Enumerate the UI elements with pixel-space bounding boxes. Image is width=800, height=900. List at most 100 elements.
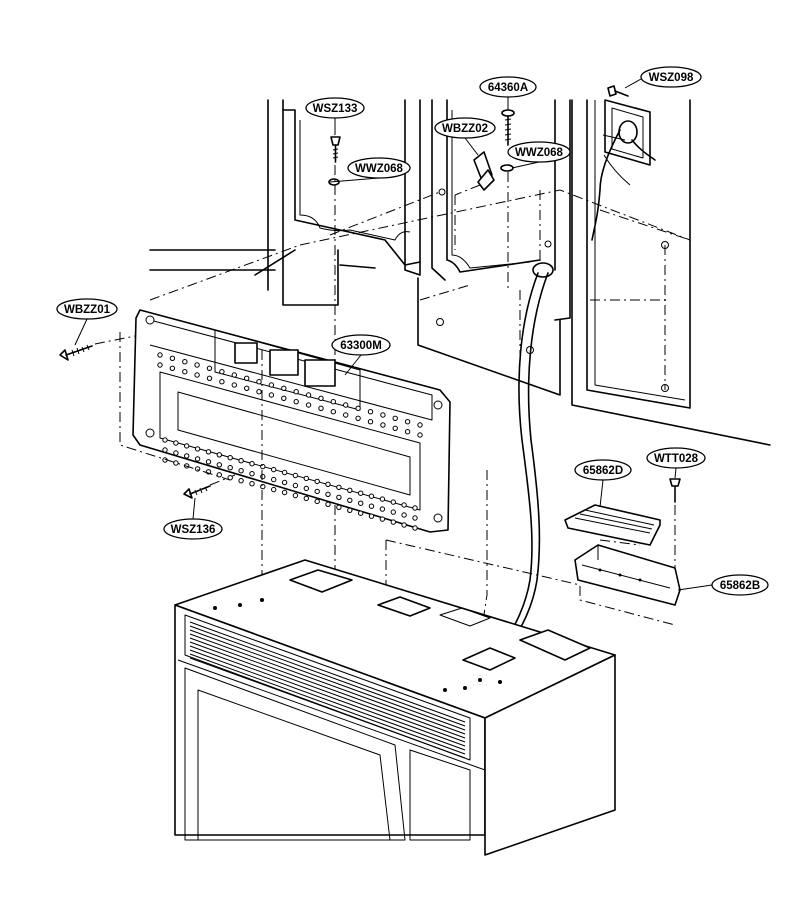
plate-hole xyxy=(292,482,299,489)
plate-hole xyxy=(343,412,349,418)
plate-hole xyxy=(205,449,212,455)
callout-label: WWZ068 xyxy=(515,147,564,159)
callout-label: WWZ068 xyxy=(355,163,404,175)
plate-hole xyxy=(336,504,342,510)
plate-hole xyxy=(216,462,223,468)
plate-hole xyxy=(392,425,398,431)
callout-label: WTT028 xyxy=(654,453,699,465)
callout-label: WBZZ02 xyxy=(442,123,488,135)
plate-hole xyxy=(194,466,201,472)
plate-hole xyxy=(330,399,336,405)
plate-hole xyxy=(249,471,255,477)
callout-label: WSZ136 xyxy=(171,524,216,536)
plate-hole xyxy=(281,479,288,486)
plate-hole xyxy=(303,475,309,482)
callout-label: 65862D xyxy=(583,465,623,477)
plate-hole xyxy=(169,365,176,371)
plate-hole xyxy=(249,481,255,487)
plate-hole xyxy=(347,507,353,513)
plate-hole xyxy=(368,493,375,499)
callout-wwz068-left: WWZ068 xyxy=(347,157,411,179)
plate-hole xyxy=(293,399,299,405)
plate-hole xyxy=(194,456,201,462)
plate-hole xyxy=(325,491,331,497)
callout-65862b: 65862B xyxy=(711,574,769,596)
plate-hole xyxy=(368,513,375,519)
vent-slot xyxy=(189,637,466,739)
callout-wbzz02: WBZZ02 xyxy=(434,117,496,139)
plate-hole xyxy=(367,409,374,415)
callout-wsz098: WSZ098 xyxy=(640,66,702,88)
plate-hole xyxy=(293,389,299,395)
plate-hole xyxy=(380,422,386,428)
filter-cover-65862d xyxy=(564,504,661,546)
vent-slot xyxy=(189,625,466,727)
screw-wtt028 xyxy=(669,478,681,590)
plate-hole xyxy=(404,429,411,435)
plate-hole xyxy=(256,389,262,395)
plate-hole-pattern xyxy=(157,352,423,531)
callout-label: WBZZ01 xyxy=(64,304,111,316)
leader-lines xyxy=(74,78,713,591)
plate-hole xyxy=(417,422,423,428)
plate-hole xyxy=(260,463,266,470)
plate-hole xyxy=(260,473,266,480)
plate-hole xyxy=(249,461,255,467)
plate-hole xyxy=(244,375,250,381)
plate-hole xyxy=(281,469,288,476)
plate-hole xyxy=(162,447,168,453)
plate-hole xyxy=(173,440,179,446)
plate-hole xyxy=(379,516,386,522)
bolt-64360a xyxy=(500,109,515,290)
screw-wbzz01 xyxy=(59,334,141,361)
plate-hole xyxy=(173,450,179,456)
callout-wtt028: WTT028 xyxy=(646,447,706,469)
plate-hole xyxy=(358,510,364,516)
plate-hole xyxy=(367,419,374,425)
vent-slot xyxy=(189,641,466,743)
callout-wwz068-right: WWZ068 xyxy=(507,141,571,163)
callout-wsz133: WSZ133 xyxy=(305,97,365,119)
upper-cabinets xyxy=(149,99,771,446)
plate-hole xyxy=(268,382,275,388)
plate-hole xyxy=(184,443,190,449)
plate-hole xyxy=(303,495,309,502)
callout-label: 65862B xyxy=(720,580,760,592)
callout-65862d: 65862D xyxy=(574,459,632,481)
mounting-plate-63300m xyxy=(132,309,451,533)
plate-hole xyxy=(256,379,262,385)
plate-hole xyxy=(303,485,309,492)
power-outlet xyxy=(591,99,656,241)
power-cord xyxy=(499,262,554,655)
plate-hole xyxy=(238,458,244,464)
callout-label: WSZ098 xyxy=(649,72,694,84)
plate-hole xyxy=(412,505,418,511)
plate-hole xyxy=(169,355,176,361)
plate-hole xyxy=(281,395,287,401)
plate-hole xyxy=(194,446,201,452)
plate-hole xyxy=(412,515,418,521)
plate-hole xyxy=(271,486,277,493)
plate-hole xyxy=(417,432,423,438)
vent-slot xyxy=(189,657,466,759)
plate-hole xyxy=(219,379,225,385)
plate-hole xyxy=(157,362,163,368)
callout-63300m: 63300M xyxy=(331,334,391,356)
callout-wsz136: WSZ136 xyxy=(163,518,223,540)
plate-hole xyxy=(268,392,275,398)
plate-hole xyxy=(412,525,418,531)
callout-label: 64360A xyxy=(488,82,528,94)
plate-hole xyxy=(347,487,353,493)
vent-slots xyxy=(189,621,466,759)
plate-hole xyxy=(206,365,213,371)
plate-hole xyxy=(292,472,299,479)
vent-slot xyxy=(189,649,466,751)
plate-hole xyxy=(336,494,342,500)
plate-hole xyxy=(231,382,238,388)
bracket-wbzz02 xyxy=(454,151,495,196)
plate-hole xyxy=(314,488,320,495)
plate-hole xyxy=(157,352,163,358)
plate-hole xyxy=(404,419,411,425)
plate-hole xyxy=(343,402,349,408)
